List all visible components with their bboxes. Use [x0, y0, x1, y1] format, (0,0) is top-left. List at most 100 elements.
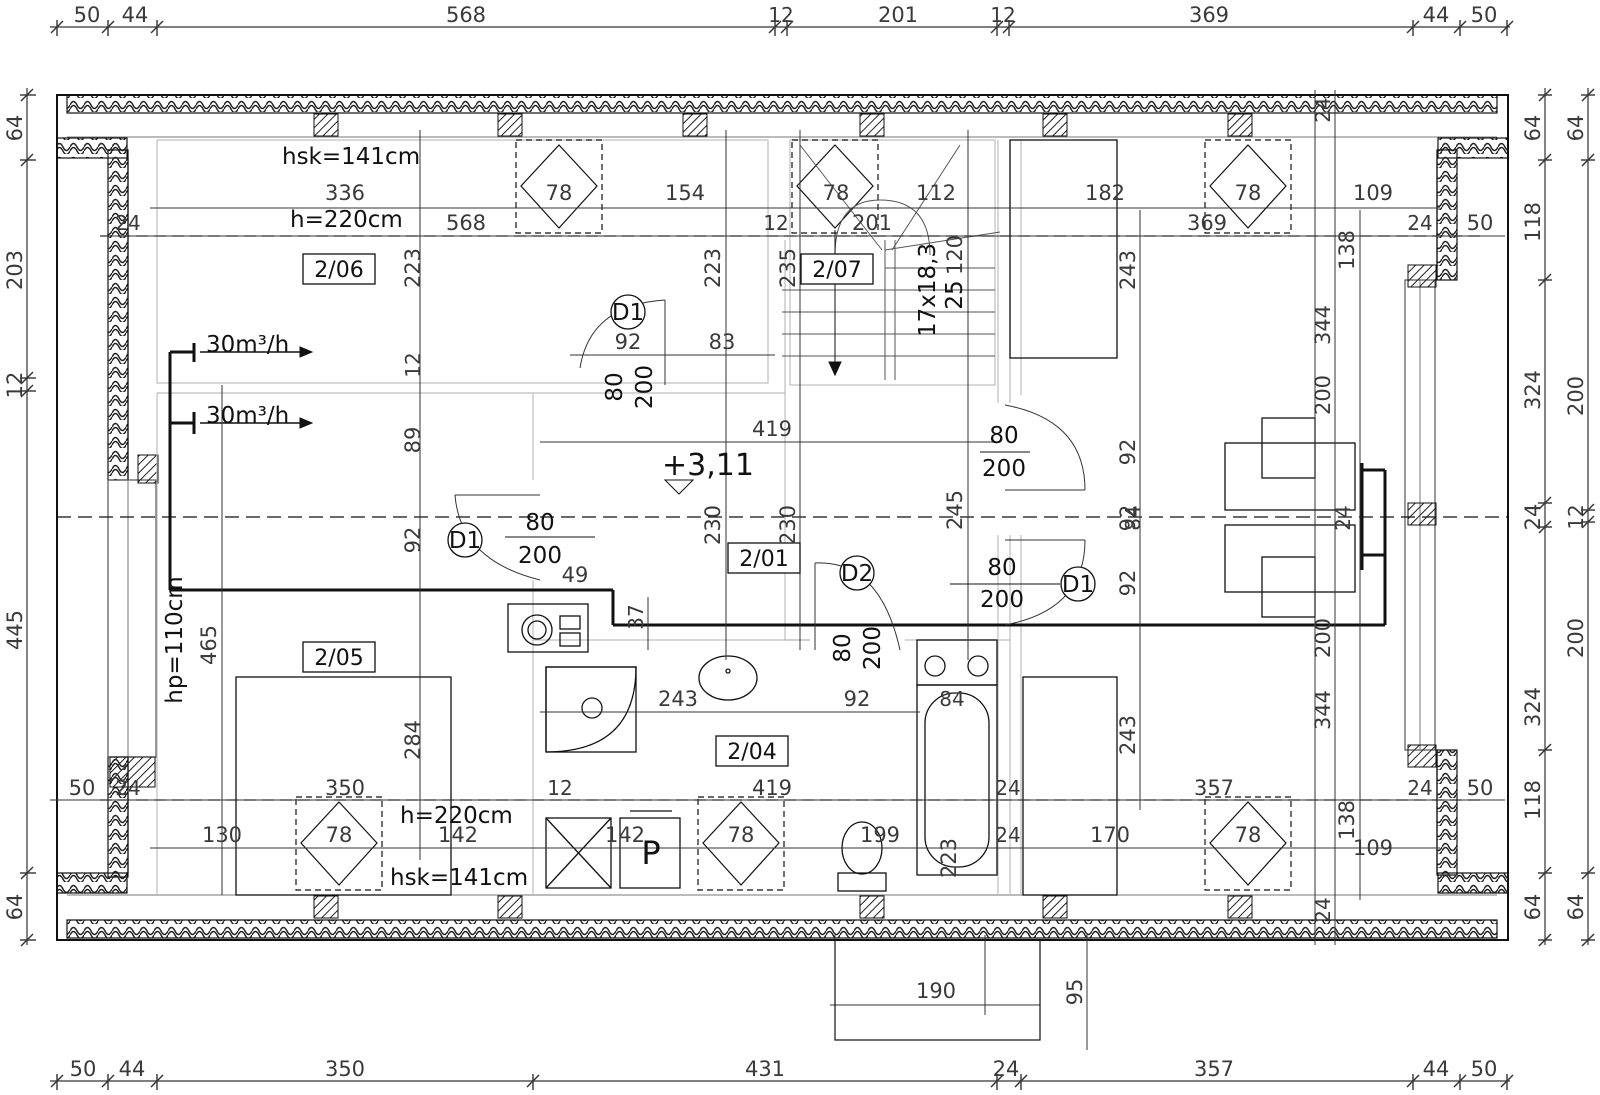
ventilation-pipe: [168, 343, 1387, 627]
dim-label: 24: [115, 776, 140, 800]
door-size: 80: [987, 555, 1016, 581]
right-dimension-labels: 64 118 324 24 324 118 64 64 200 12 200 6…: [1521, 115, 1588, 921]
hsk-bottom-label: hsk=141cm: [390, 865, 528, 891]
door-size: 80: [989, 423, 1018, 449]
dim-label: 24: [993, 1057, 1020, 1081]
door-size: 200: [632, 365, 658, 409]
room-2-01: 2/01: [739, 547, 788, 572]
dim-label: 284: [401, 720, 425, 760]
dim-label: 12: [768, 3, 793, 27]
dim-label: 78: [326, 823, 353, 847]
dim-label: 64: [3, 115, 27, 142]
door-tag: D1: [1062, 572, 1094, 598]
dim-label: 170: [1090, 823, 1130, 847]
top-dimension-chain: [50, 20, 1514, 36]
stairs-label-2: 25: [942, 280, 968, 309]
interior-walls: [156, 139, 1022, 895]
dim-label: 84: [1121, 505, 1145, 530]
dim-label: 223: [937, 838, 961, 878]
dim-label: 465: [197, 625, 221, 665]
dim-label: 243: [1116, 715, 1140, 755]
dim-label: 138: [1335, 800, 1359, 840]
dim-label: 12: [547, 776, 572, 800]
dim-label: 50: [69, 776, 96, 800]
dim-label: 324: [1521, 687, 1545, 727]
level-mark: +3,11: [662, 448, 754, 483]
dim-label: 12: [401, 352, 425, 377]
dim-label: 50: [1467, 776, 1494, 800]
dim-label: 245: [943, 490, 967, 530]
door-size: 200: [980, 587, 1024, 613]
dim-label: 92: [1116, 570, 1140, 597]
dim-label: 568: [446, 3, 486, 27]
dim-label: 84: [939, 687, 964, 711]
balcony: [834, 939, 1041, 1041]
dim-label: 24: [1407, 211, 1432, 235]
left-dimension-labels: 64 203 12 445 64: [3, 115, 27, 921]
vent-label-2: 30m³/h: [206, 403, 289, 429]
dim-label: 200: [1311, 618, 1335, 658]
interior-dim-labels: 336 154 78 112 182 78 109 78 24 568 12 2…: [69, 181, 1494, 860]
dim-label: 350: [325, 776, 365, 800]
dim-label: 24: [1311, 897, 1335, 922]
dim-label: 50: [70, 1057, 97, 1081]
dim-label: 83: [709, 330, 736, 354]
dim-label: 118: [1521, 780, 1545, 820]
door-size: 200: [982, 456, 1026, 482]
dim-label: 78: [728, 823, 755, 847]
dim-label: 24: [1521, 504, 1545, 531]
dim-label: 120: [943, 235, 967, 275]
dim-label: 112: [916, 181, 956, 205]
dim-label: 50: [1471, 1057, 1498, 1081]
dim-label: 50: [74, 3, 101, 27]
dim-label: 419: [752, 776, 792, 800]
dim-label: 24: [1331, 505, 1355, 530]
dim-label: 142: [605, 823, 645, 847]
dim-label: 24: [995, 823, 1020, 847]
dim-label: 118: [1521, 202, 1545, 242]
h-bottom-label: h=220cm: [400, 803, 513, 829]
stairs-label: 17x18,3: [915, 243, 941, 337]
door-size: 200: [518, 543, 562, 569]
dim-label: 24: [995, 776, 1020, 800]
dim-label: 37: [624, 604, 648, 629]
door-tag: D1: [449, 528, 481, 554]
h-top-label: h=220cm: [290, 207, 403, 233]
door-tag: D2: [841, 561, 873, 587]
dim-label: 78: [1235, 823, 1262, 847]
dim-label: 109: [1353, 181, 1393, 205]
dim-label: 223: [701, 248, 725, 288]
dim-label: 199: [860, 823, 900, 847]
dim-label: 190: [916, 979, 956, 1003]
annotations: hsk=141cm h=220cm h=220cm hsk=141cm 30m³…: [162, 144, 968, 891]
dim-label: 142: [438, 823, 478, 847]
room-labels: 2/06 2/07 2/01 2/05 2/04: [302, 253, 874, 767]
dim-label: 44: [119, 1057, 146, 1081]
dim-label: 138: [1335, 230, 1359, 270]
dim-label: 24: [1311, 97, 1335, 122]
dim-label: 44: [122, 3, 149, 27]
dim-label: 243: [658, 687, 698, 711]
bed-bottom-right: [1022, 676, 1118, 896]
dim-label: 431: [745, 1057, 785, 1081]
room-2-05: 2/05: [314, 646, 363, 671]
dim-label: 49: [562, 563, 589, 587]
dim-label: 344: [1311, 305, 1335, 345]
door-tag: D1: [612, 300, 644, 326]
dim-label: 50: [1471, 3, 1498, 27]
dim-label: 95: [1063, 979, 1087, 1006]
dim-label: 78: [1235, 181, 1262, 205]
bottom-dimension-chain: [50, 1074, 1514, 1090]
dim-label: 357: [1194, 776, 1234, 800]
dim-label: 64: [1564, 115, 1588, 142]
room-2-04: 2/04: [727, 740, 776, 765]
dim-label: 243: [1116, 250, 1140, 290]
dim-label: 200: [1311, 375, 1335, 415]
dim-label: 182: [1085, 181, 1125, 205]
hsk-top-label: hsk=141cm: [282, 144, 420, 170]
hp-label: hp=110cm: [162, 576, 188, 703]
vertical-dim-labels: 223 223 235 120 243 344 138 12 89 92 92 …: [197, 97, 1359, 1005]
dim-label: 92: [844, 687, 871, 711]
door-size: 200: [860, 626, 886, 670]
